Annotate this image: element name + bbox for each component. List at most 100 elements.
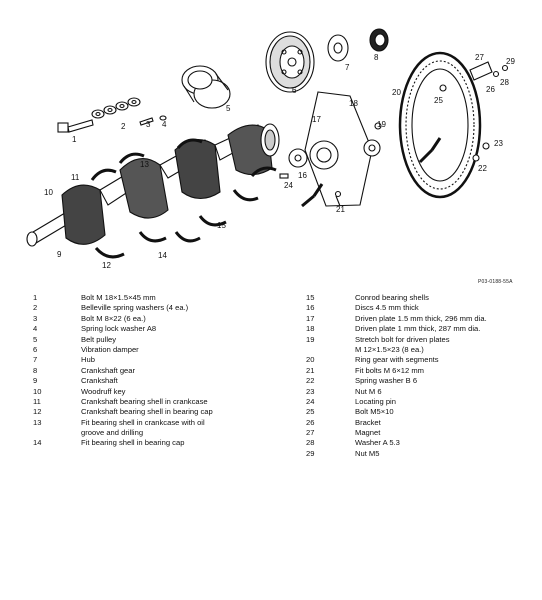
callout-29: 29: [506, 57, 515, 66]
legend-row: 10 Woodruff key: [33, 387, 273, 397]
legend-row: 23 Nut M 6: [306, 387, 536, 397]
callout-28: 28: [500, 78, 509, 87]
legend-text: Nut M 6: [355, 386, 382, 396]
callout-15: 15: [217, 221, 226, 230]
callout-17: 17: [312, 115, 321, 124]
callout-27: 27: [475, 53, 484, 62]
callout-18: 18: [349, 99, 358, 108]
callout-6: 6: [292, 86, 297, 95]
vibration-damper: [265, 31, 315, 93]
callout-22: 22: [478, 164, 487, 173]
legend-text: Crankshaft: [81, 376, 118, 386]
legend-number: 28: [306, 438, 315, 448]
legend-number: 3: [33, 313, 38, 323]
legend-number: 25: [306, 407, 315, 417]
legend-text: Crankshaft bearing shell in bearing cap: [81, 407, 213, 417]
legend-number: 10: [33, 386, 42, 396]
callout-1: 1: [72, 135, 77, 144]
callout-25: 25: [434, 96, 443, 105]
legend-number: 22: [306, 376, 315, 386]
legend-number: 17: [306, 313, 315, 323]
callout-4: 4: [162, 120, 167, 129]
legend-row: 20 Ring gear with segments: [306, 355, 536, 365]
callout-13: 13: [140, 160, 149, 169]
callout-11: 11: [71, 173, 80, 182]
legend-number: 29: [306, 448, 315, 458]
legend-number: 24: [306, 396, 315, 406]
hub-and-gear: [327, 28, 389, 62]
legend-text-continued: M 12×1.5×23 (8 ea.): [355, 344, 424, 354]
callout-23: 23: [494, 139, 503, 148]
callout-3: 3: [146, 120, 151, 129]
legend-number: 13: [33, 417, 42, 427]
callout-10: 10: [44, 188, 53, 197]
callout-19: 19: [377, 120, 386, 129]
legend-number: 27: [306, 428, 315, 438]
legend-row: 28 Washer A 5.3: [306, 438, 536, 448]
legend-row: 24 Locating pin: [306, 397, 536, 407]
legend-number: 26: [306, 417, 315, 427]
legend-row: 15 Conrod bearing shells: [306, 293, 536, 303]
belt-pulley: [181, 65, 231, 109]
legend-number: 19: [306, 334, 315, 344]
legend-text: Washer A 5.3: [355, 438, 400, 448]
callout-2: 2: [121, 122, 126, 131]
legend-text-continued: groove and drilling: [81, 428, 144, 438]
legend-row: 18 Driven plate 1 mm thick, 287 mm dia.: [306, 324, 536, 334]
legend-text: Woodruff key: [81, 386, 126, 396]
legend-text: Locating pin: [355, 396, 396, 406]
legend-number: 23: [306, 386, 315, 396]
legend-text: Vibration damper: [81, 344, 139, 354]
callout-16: 16: [298, 171, 307, 180]
ring-gear: [398, 51, 482, 199]
legend-number: 14: [33, 438, 42, 448]
legend-text: Ring gear with segments: [355, 355, 439, 365]
crankshaft-part: [26, 123, 280, 247]
small-fasteners: [279, 61, 509, 207]
legend-text: Magnet: [355, 428, 381, 438]
callout-9: 9: [57, 250, 62, 259]
legend-text: Stretch bolt for driven plates: [355, 334, 450, 344]
callout-24: 24: [284, 181, 293, 190]
legend-text: Driven plate 1.5 mm thick, 296 mm dia.: [355, 313, 487, 323]
callout-21: 21: [336, 205, 345, 214]
legend-text: Bolt M 8×22 (6 ea.): [81, 313, 146, 323]
exploded-crankshaft-diagram: 1 2 3 4 5 6 7 8 9 10 11 12 13 14 15 16 1…: [26, 28, 515, 270]
legend-number: 7: [33, 355, 38, 365]
legend-number: 16: [306, 303, 315, 313]
legend-number: 21: [306, 365, 315, 375]
callout-14: 14: [158, 251, 167, 260]
legend-number: 9: [33, 376, 38, 386]
legend-number: 18: [306, 324, 315, 334]
legend-text: Driven plate 1 mm thick, 287 mm dia.: [355, 324, 481, 334]
legend-text: Belleville spring washers (4 ea.): [81, 303, 189, 313]
legend-number: 8: [33, 365, 38, 375]
legend-text: Spring lock washer A8: [81, 324, 157, 334]
legend-text: Bolt M5×10: [355, 407, 394, 417]
legend-text: Crankshaft gear: [81, 365, 136, 375]
legend-text: Conrod bearing shells: [355, 293, 429, 302]
legend-text: Crankshaft bearing shell in crankcase: [81, 396, 208, 406]
legend-number: 5: [33, 334, 38, 344]
legend-number: 15: [306, 293, 315, 302]
legend-number: 20: [306, 355, 315, 365]
legend-row: 17 Driven plate 1.5 mm thick, 296 mm dia.: [306, 314, 536, 324]
legend-row: 21 Fit bolts M 6×12 mm: [306, 366, 536, 376]
bearing-shells: [90, 138, 277, 259]
driven-plates: [288, 91, 381, 207]
legend-text: Fit bolts M 6×12 mm: [355, 365, 424, 375]
